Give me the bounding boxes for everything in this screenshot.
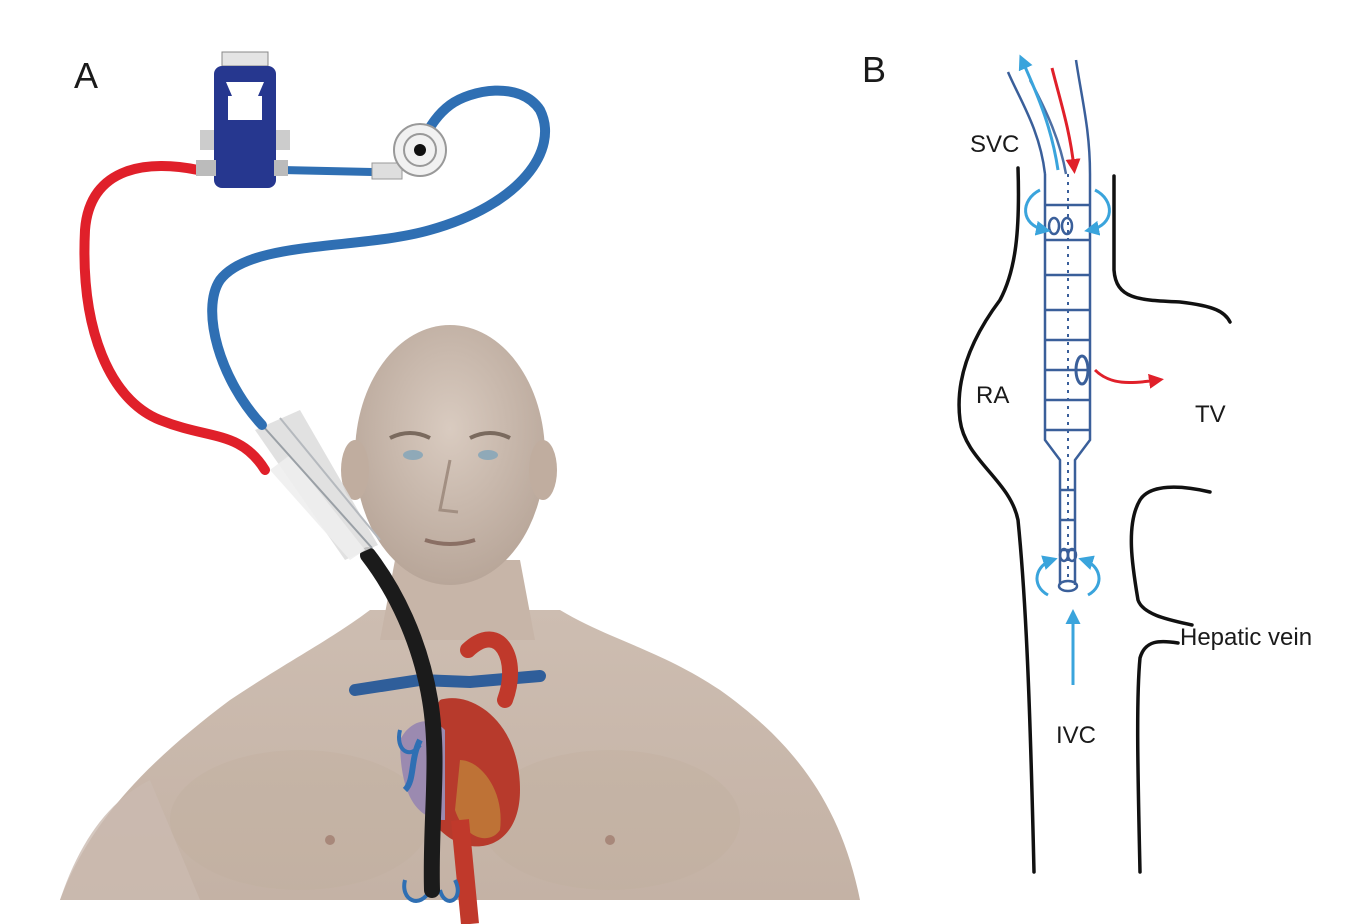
dual-lumen-cannula bbox=[360, 547, 443, 898]
flow-arrows bbox=[1018, 54, 1164, 685]
drainage-flow-arrow-up bbox=[1018, 54, 1060, 171]
label-tv: TV bbox=[1195, 401, 1226, 428]
label-hepatic-vein: Hepatic vein bbox=[1180, 624, 1312, 651]
head bbox=[341, 325, 557, 585]
vessel-outline bbox=[957, 166, 1232, 874]
cannula-diagram bbox=[1006, 59, 1092, 593]
panel-b: B bbox=[862, 49, 1312, 874]
centrifugal-pump bbox=[371, 123, 447, 180]
oxygenator bbox=[196, 51, 290, 188]
label-ivc: IVC bbox=[1056, 722, 1096, 749]
panel-a: A bbox=[60, 51, 860, 924]
cannula-hub bbox=[255, 410, 381, 560]
return-flow-arrow-tv bbox=[1093, 368, 1164, 389]
label-ra: RA bbox=[976, 382, 1009, 409]
heart bbox=[349, 631, 546, 924]
label-svc: SVC bbox=[970, 131, 1019, 158]
return-flow-arrow-svc bbox=[1050, 67, 1081, 174]
panel-a-letter: A bbox=[74, 55, 98, 96]
panel-b-letter: B bbox=[862, 49, 886, 90]
deoxygenated-drainage-line bbox=[207, 85, 550, 430]
oxygenated-return-line bbox=[79, 161, 270, 475]
